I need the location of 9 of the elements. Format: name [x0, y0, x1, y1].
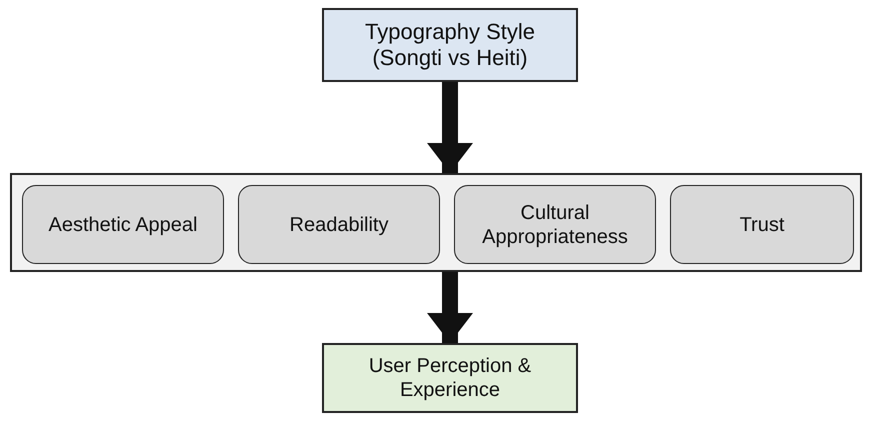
process-box: Typography Style (Songti vs Heiti)	[322, 8, 578, 82]
arrow	[427, 272, 473, 343]
factor-box: Aesthetic Appeal	[22, 185, 224, 264]
arrow	[427, 82, 473, 173]
factor-box: Readability	[238, 185, 440, 264]
factor-box: Trust	[670, 185, 854, 264]
process-box: User Perception & Experience	[322, 343, 578, 413]
group-band	[10, 173, 862, 272]
factor-box: Cultural Appropriateness	[454, 185, 656, 264]
